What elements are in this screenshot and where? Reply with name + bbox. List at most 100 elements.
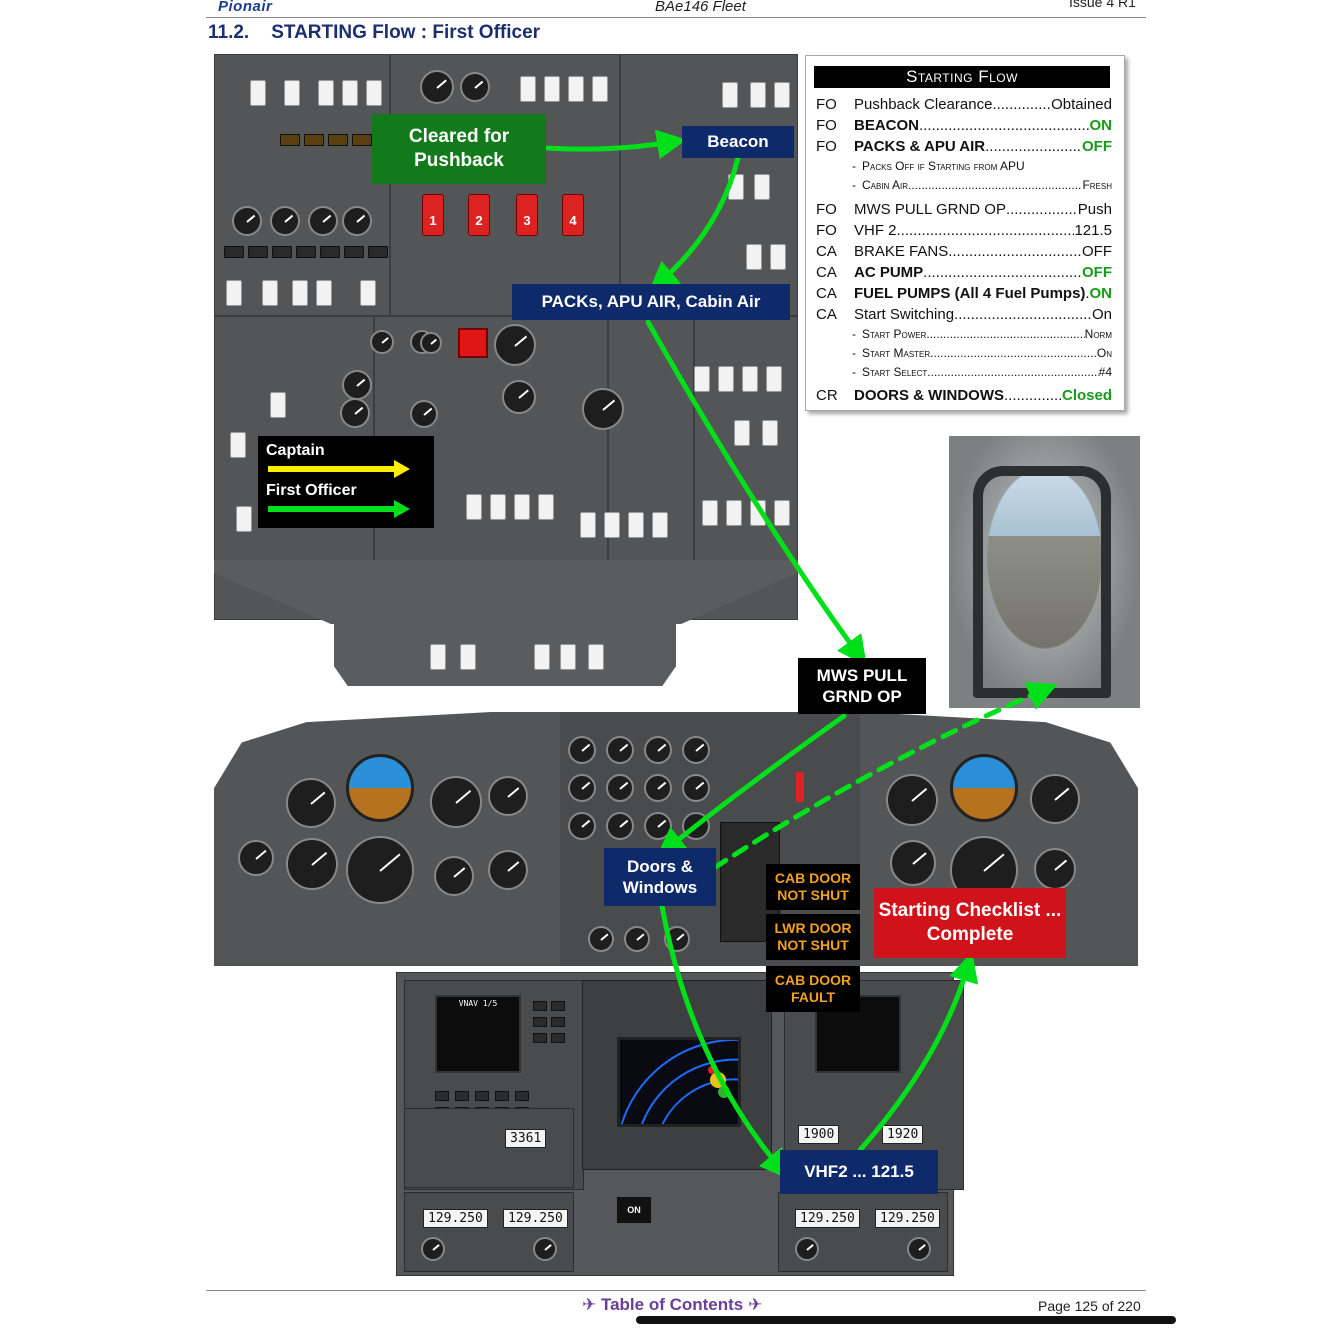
vsi xyxy=(434,856,474,896)
switch[interactable] xyxy=(534,644,550,670)
annunciator xyxy=(304,134,324,146)
engine-2-fire-handle[interactable]: 2 xyxy=(468,194,490,236)
engine-3-fire-handle[interactable]: 3 xyxy=(516,194,538,236)
switch[interactable] xyxy=(734,420,750,446)
cdu-key[interactable] xyxy=(435,1091,449,1101)
cdu-key[interactable] xyxy=(533,1017,547,1027)
switch[interactable] xyxy=(652,512,668,538)
gear-lever[interactable] xyxy=(796,772,804,802)
cdu-key[interactable] xyxy=(533,1033,547,1043)
switch[interactable] xyxy=(728,174,744,200)
checklist-leader xyxy=(926,327,1084,341)
terrain-display-button[interactable]: ON xyxy=(616,1196,652,1224)
switch[interactable] xyxy=(466,494,482,520)
vhf1-volume-knob[interactable] xyxy=(421,1237,445,1261)
switch[interactable] xyxy=(538,494,554,520)
switch[interactable] xyxy=(722,82,738,108)
switch[interactable] xyxy=(718,366,734,392)
annunciator xyxy=(320,246,340,258)
switch[interactable] xyxy=(754,174,770,200)
flap-gauge xyxy=(588,926,614,952)
switch[interactable] xyxy=(520,76,536,102)
checklist-value: ON xyxy=(1089,117,1113,134)
switch[interactable] xyxy=(292,280,308,306)
switch[interactable] xyxy=(544,76,560,102)
n1-gauge xyxy=(644,736,672,764)
vhf2-volume-knob[interactable] xyxy=(795,1237,819,1261)
switch[interactable] xyxy=(702,500,718,526)
checklist-item: MWS PULL GRND OP xyxy=(854,201,1006,218)
cab-door-fault-label: CAB DOOR FAULT xyxy=(766,966,860,1012)
switch[interactable] xyxy=(694,366,710,392)
switch[interactable] xyxy=(774,82,790,108)
switch[interactable] xyxy=(766,366,782,392)
checklist-crew: CR xyxy=(816,387,838,404)
checklist-crew: CA xyxy=(816,285,837,302)
cdu-key[interactable] xyxy=(551,1033,565,1043)
switch[interactable] xyxy=(250,80,266,106)
switch[interactable] xyxy=(560,644,576,670)
checklist-value: Obtained xyxy=(1051,96,1112,113)
cdu-key[interactable] xyxy=(455,1091,469,1101)
switch[interactable] xyxy=(270,392,286,418)
apu-fire-button[interactable] xyxy=(458,328,488,358)
checklist-value: OFF xyxy=(1082,264,1112,281)
altimeter xyxy=(430,776,482,828)
switch[interactable] xyxy=(262,280,278,306)
annunciator xyxy=(248,246,268,258)
switch[interactable] xyxy=(366,80,382,106)
switch[interactable] xyxy=(568,76,584,102)
cdu-key[interactable] xyxy=(495,1091,509,1101)
switch[interactable] xyxy=(490,494,506,520)
beacon-label: Beacon xyxy=(682,126,794,158)
switch[interactable] xyxy=(762,420,778,446)
engine-1-fire-handle[interactable]: 1 xyxy=(422,194,444,236)
switch[interactable] xyxy=(236,506,252,532)
switch[interactable] xyxy=(284,80,300,106)
checklist-leader xyxy=(897,222,1075,239)
switch[interactable] xyxy=(230,432,246,458)
cdu-key[interactable] xyxy=(551,1001,565,1011)
horizontal-scrollbar[interactable] xyxy=(636,1316,1176,1324)
cdu-key[interactable] xyxy=(533,1001,547,1011)
flap-gauge xyxy=(624,926,650,952)
vhf1-tune-knob[interactable] xyxy=(533,1237,557,1261)
clock xyxy=(488,850,528,890)
switch[interactable] xyxy=(342,80,358,106)
switch[interactable] xyxy=(742,366,758,392)
switch[interactable] xyxy=(750,500,766,526)
switch[interactable] xyxy=(318,80,334,106)
airspeed-indicator xyxy=(286,778,336,828)
n1-gauge xyxy=(568,736,596,764)
vhf2-tune-knob[interactable] xyxy=(907,1237,931,1261)
engine-4-fire-handle[interactable]: 4 xyxy=(562,194,584,236)
fire-test-knob[interactable] xyxy=(460,72,490,102)
cdu-key[interactable] xyxy=(475,1091,489,1101)
checklist-value: Closed xyxy=(1061,387,1112,404)
switch[interactable] xyxy=(604,512,620,538)
switch[interactable] xyxy=(750,82,766,108)
switch[interactable] xyxy=(746,244,762,270)
switch[interactable] xyxy=(592,76,608,102)
switch[interactable] xyxy=(770,244,786,270)
cdu-key[interactable] xyxy=(515,1091,529,1101)
switch[interactable] xyxy=(514,494,530,520)
switch[interactable] xyxy=(226,280,242,306)
switch[interactable] xyxy=(460,644,476,670)
electric-gauge xyxy=(342,370,372,400)
switch[interactable] xyxy=(588,644,604,670)
switch[interactable] xyxy=(726,500,742,526)
table-of-contents-link[interactable]: ✈ Table of Contents ✈ xyxy=(582,1295,763,1314)
mws-pull-label: MWS PULL GRND OP xyxy=(798,658,926,714)
switch[interactable] xyxy=(430,644,446,670)
switch[interactable] xyxy=(628,512,644,538)
switch[interactable] xyxy=(580,512,596,538)
switch[interactable] xyxy=(360,280,376,306)
checklist-crew: FO xyxy=(816,222,837,239)
checklist-leader xyxy=(1004,387,1062,404)
switch[interactable] xyxy=(316,280,332,306)
switch[interactable] xyxy=(774,500,790,526)
cdu-key[interactable] xyxy=(551,1017,565,1027)
